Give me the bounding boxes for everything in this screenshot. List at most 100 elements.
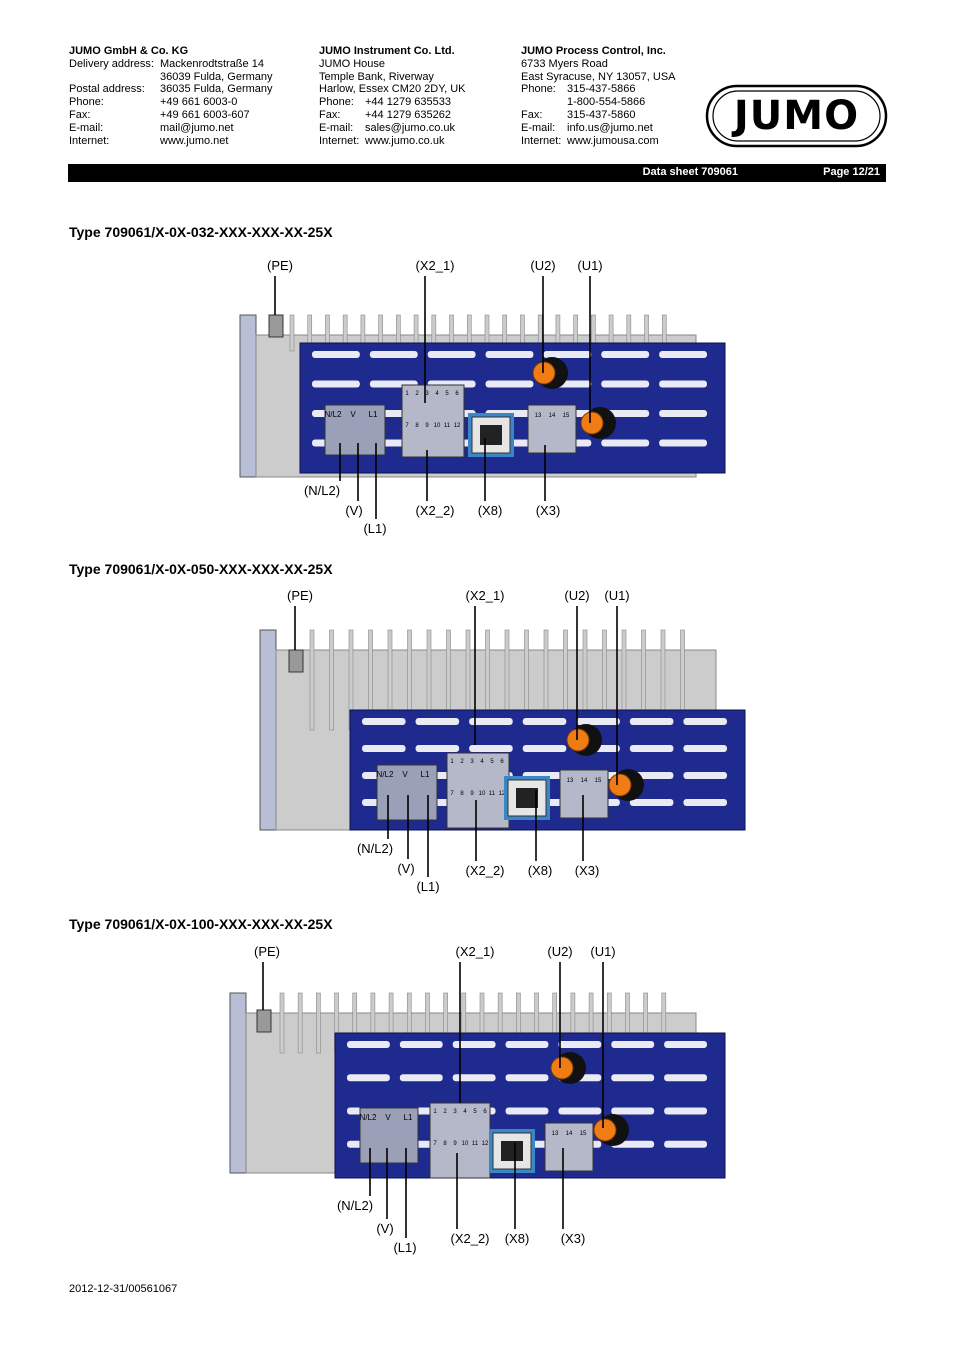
vent-slot	[362, 745, 406, 752]
callout-u2: (U2)	[547, 944, 572, 959]
vent-slot	[629, 745, 674, 752]
x2-terminal-number: 5	[445, 391, 449, 397]
callout-u2: (U2)	[564, 588, 589, 603]
callout-x3: (X3)	[536, 503, 561, 518]
x2-terminal-number: 3	[425, 391, 429, 397]
x2-terminal-number: 12	[454, 423, 461, 429]
datasheet-number: Data sheet 709061	[642, 166, 738, 178]
x3-terminal-number: 15	[563, 413, 570, 419]
callout-u1: (U1)	[604, 588, 629, 603]
address-key: Phone:	[69, 96, 104, 109]
x2-terminal-number: 2	[415, 391, 419, 397]
address-key	[521, 96, 567, 109]
x2-terminal-number: 2	[460, 759, 464, 765]
address-value: Mackenrodtstraße 14	[160, 57, 264, 70]
vent-slot	[452, 1074, 496, 1082]
x2-terminal-number: 9	[425, 423, 429, 429]
x3-terminal-number: 13	[552, 1131, 559, 1137]
x2-terminal-number: 6	[500, 759, 504, 765]
x2-terminal-number: 2	[443, 1109, 447, 1115]
x2-terminal-number: 8	[443, 1141, 447, 1147]
address-value[interactable]: www.jumo.co.uk	[365, 134, 445, 147]
callout-nl2: (N/L2)	[357, 841, 393, 856]
mounting-plate	[229, 992, 247, 1174]
x3-terminal-number: 14	[581, 778, 588, 784]
callout-u2: (U2)	[530, 258, 555, 273]
heat-sink-fin	[329, 629, 334, 731]
rj45-opening	[480, 425, 502, 445]
vent-slot	[558, 1041, 602, 1048]
vent-slot	[522, 718, 567, 725]
address-key: Internet:	[521, 134, 562, 147]
x3-terminal-number: 14	[549, 413, 556, 419]
address-value[interactable]: info.us@jumo.net	[567, 121, 653, 134]
vent-slot	[664, 1140, 707, 1148]
x3-terminal-number: 15	[580, 1131, 587, 1137]
address-value[interactable]: www.jumousa.com	[567, 134, 659, 147]
address-key: Fax:	[521, 108, 543, 121]
address-value: +44 1279 635533	[365, 96, 451, 109]
vent-slot	[611, 1041, 655, 1048]
vent-slot	[469, 745, 513, 752]
address-key: E-mail:	[319, 121, 354, 134]
callout-pe: (PE)	[287, 588, 313, 603]
callout-nl2: (N/L2)	[337, 1198, 373, 1213]
potentiometer-u2-knob	[566, 728, 590, 752]
x3-terminal-block	[527, 404, 577, 454]
callout-x2-2: (X2_2)	[450, 1231, 489, 1246]
callouts: (PE)(X2_1)(U2)(U1)(N/L2)(V)(L1)(X2_2)(X8…	[254, 944, 616, 1255]
address-value: +44 1279 635262	[365, 108, 451, 121]
callout-x2-1: (X2_1)	[455, 944, 494, 959]
vent-slot	[611, 1107, 655, 1115]
vent-slot	[452, 1041, 496, 1048]
x2-terminal-number: 1	[405, 391, 409, 397]
vent-slot	[415, 745, 460, 752]
x3-terminal-number: 13	[535, 413, 542, 419]
x3-terminal-number: 14	[566, 1131, 573, 1137]
callout-x3: (X3)	[575, 863, 600, 878]
x3-terminal-block	[559, 769, 609, 819]
address-key: Phone:	[319, 96, 354, 109]
address-line: 6733 Myers Road	[521, 57, 608, 70]
power-terminal-label: L1	[421, 770, 430, 779]
document-footer: 2012-12-31/00561067	[69, 1283, 178, 1295]
potentiometer-u1-knob	[580, 411, 604, 435]
address-value[interactable]: mail@jumo.net	[160, 121, 234, 134]
vent-slot	[664, 1074, 707, 1082]
company-name: JUMO Process Control, Inc.	[521, 45, 666, 57]
pe-bolt	[288, 649, 304, 673]
x2-terminal-number: 5	[490, 759, 494, 765]
callout-nl2: (N/L2)	[304, 483, 340, 498]
x2-terminal-number: 11	[444, 423, 451, 429]
vent-slot	[427, 351, 476, 358]
vent-slot	[312, 351, 360, 358]
callout-u1: (U1)	[577, 258, 602, 273]
address-key: Fax:	[319, 108, 341, 121]
x2-terminal-number: 10	[434, 423, 441, 429]
power-terminal-label: N/L2	[360, 1113, 377, 1122]
callout-pe: (PE)	[267, 258, 293, 273]
vent-slot	[683, 772, 727, 779]
x2-terminal-number: 8	[415, 423, 419, 429]
x2-terminal-block	[401, 384, 465, 458]
address-key: E-mail:	[521, 121, 556, 134]
vent-slot	[543, 351, 592, 358]
company-name: JUMO GmbH & Co. KG	[69, 45, 189, 57]
vent-slot	[505, 1041, 549, 1048]
heat-sink-fin	[297, 992, 303, 1054]
vent-slot	[601, 351, 650, 358]
potentiometer-u1-knob	[593, 1118, 617, 1142]
address-value[interactable]: sales@jumo.co.uk	[365, 121, 456, 134]
vent-slot	[399, 1041, 443, 1048]
callout-l1: (L1)	[393, 1240, 416, 1255]
address-value[interactable]: www.jumo.net	[160, 134, 229, 147]
callout-v: (V)	[397, 861, 414, 876]
company-name: JUMO Instrument Co. Ltd.	[319, 45, 455, 57]
x2-terminal-number: 9	[470, 791, 474, 797]
address-value: 36039 Fulda, Germany	[160, 70, 273, 83]
power-terminal-label: L1	[369, 410, 378, 419]
mounting-plate	[259, 629, 277, 831]
vent-slot	[312, 380, 360, 388]
x2-terminal-number: 3	[453, 1109, 457, 1115]
